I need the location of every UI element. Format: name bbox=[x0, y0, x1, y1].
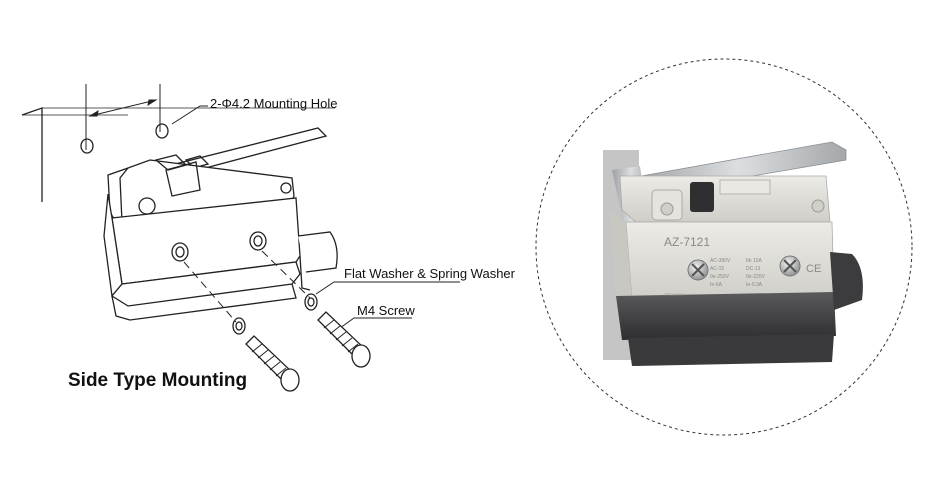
dimension-lines bbox=[85, 84, 161, 150]
screw-leader bbox=[339, 317, 412, 329]
screw-label: M4 Screw bbox=[357, 303, 415, 318]
switch-line-drawing bbox=[21, 84, 460, 392]
washer-label: Flat Washer & Spring Washer bbox=[344, 266, 515, 281]
dashed-circle bbox=[535, 58, 913, 436]
mounting-hole-label: 2-Φ4.2 Mounting Hole bbox=[210, 96, 338, 111]
photo-spec-right-2: 0e-220V bbox=[746, 274, 766, 280]
washer-leader bbox=[315, 281, 460, 295]
switch-base bbox=[111, 261, 301, 307]
photo-spec-right-1: DC-13 bbox=[746, 266, 761, 272]
mounting-hole-2 bbox=[155, 123, 169, 139]
m4-screw-2 bbox=[317, 311, 371, 368]
diagram-title: Side Type Mounting bbox=[68, 370, 248, 391]
washer-2 bbox=[304, 293, 318, 311]
photo-spec-left-2: 0e-250V bbox=[710, 274, 730, 280]
product-photo bbox=[536, 59, 912, 435]
photo-printed-text: AZ-7121 AC-380V AC-15 0e-250V Ie-6A Ith … bbox=[664, 235, 821, 297]
photo-spec-left-3: Ie-6A bbox=[710, 282, 723, 288]
photo-spec-left-0: AC-380V bbox=[710, 258, 731, 264]
photo-spec-left-1: AC-15 bbox=[710, 266, 724, 272]
hole-leader bbox=[171, 105, 208, 125]
photo-ce-mark: CE bbox=[806, 263, 821, 275]
photo-model-text: AZ-7121 bbox=[664, 235, 710, 249]
photo-spec-right-3: Ie-0.3A bbox=[746, 282, 763, 288]
photo-bottom-code: GB14048.5 bbox=[664, 292, 685, 297]
photo-plunger bbox=[830, 252, 863, 310]
mounting-hole-1 bbox=[80, 138, 94, 154]
mounting-panel bbox=[21, 107, 43, 202]
m4-screw-1 bbox=[245, 335, 300, 392]
photo-spec-right-0: Ith 10A bbox=[746, 258, 763, 264]
plunger bbox=[297, 231, 338, 273]
washer-1 bbox=[232, 317, 246, 335]
photo-switch-base bbox=[616, 292, 836, 340]
